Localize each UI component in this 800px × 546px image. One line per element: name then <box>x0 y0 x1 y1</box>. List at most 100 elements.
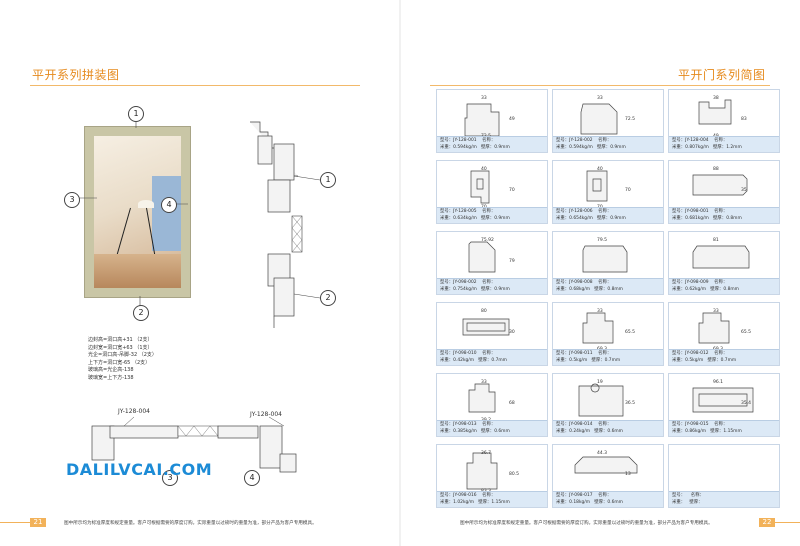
dimension-label: 13 <box>625 471 631 477</box>
profile-code-line: 型号：JY-098-012 名称： <box>669 350 779 357</box>
profile-code-line: 型号：JY-098-015 名称： <box>669 421 779 428</box>
profile-card: 36.780.583.3型号：JY-098-016 名称：米重：1.02kg/m… <box>436 444 548 508</box>
profile-name: 名称： <box>598 138 612 143</box>
callout-4: 4 <box>161 197 177 213</box>
site-logo: DALILVCAI.COM <box>66 460 213 479</box>
profile-thickness: 壁厚：0.9mm <box>597 216 626 221</box>
profile-name: 名称： <box>714 209 728 214</box>
profile-name: 名称： <box>482 422 496 427</box>
profile-spec-line: 米重：1.02kg/m 壁厚：1.15mm <box>437 499 547 506</box>
profile-card: 407070型号：JY-128-005 名称：米重：0.634kg/m 壁厚：0… <box>436 160 548 224</box>
profile-thickness: 壁厚：0.9mm <box>597 145 626 150</box>
footer-note-right: 图中所示均为标准厚度和规定重量。客户可根据需要的厚度订购。实际重量以过磅时的重量… <box>460 521 713 526</box>
profile-weight: 米重： <box>672 500 686 505</box>
dimension-label: 96.1 <box>713 379 723 385</box>
profile-name: 名称： <box>690 493 704 498</box>
profile-code-line: 型号：JY-098-016 名称： <box>437 492 547 499</box>
profile-caption: 型号：JY-098-015 名称：米重：0.86kg/m 壁厚：1.15mm <box>669 420 779 436</box>
cut-list-notes: 边封高=洞口高+31 （2支） 边封宽=洞口宽+63 （1支） 光企=洞口高-吊… <box>88 337 157 382</box>
profile-weight: 米重：0.594kg/m <box>556 145 593 150</box>
profile-caption: 型号：JY-098-014 名称：米重：0.24kg/m 壁厚：0.6mm <box>553 420 663 436</box>
profile-section-drawing: 36.7 80.5 83.3 <box>466 450 519 492</box>
floor <box>94 254 181 288</box>
dimension-label: 65.5 <box>741 329 751 335</box>
profile-section-drawing: 81 <box>692 237 750 269</box>
profile-thickness: 壁厚：0.6mm <box>594 429 623 434</box>
profile-spec-line: 米重：0.5kg/m 壁厚：0.7mm <box>669 357 779 364</box>
dimension-label: 19 <box>597 379 603 385</box>
profile-code: 型号：JY-128-004 <box>672 138 709 143</box>
profile-caption: 型号：JY-098-013 名称：米重：0.385kg/m 壁厚：0.6mm <box>437 420 547 436</box>
profile-card: 407070型号：JY-128-006 名称：米重：0.654kg/m 壁厚：0… <box>552 160 664 224</box>
profile-code: 型号： <box>672 493 686 498</box>
bottom-callout-3: 3 <box>162 470 178 486</box>
profile-code-line: 型号：JY-098-017 名称： <box>553 492 663 499</box>
profile-section-drawing <box>669 445 779 492</box>
profile-thickness: 壁厚：0.9mm <box>481 216 510 221</box>
profile-weight: 米重：0.634kg/m <box>440 216 477 221</box>
room-photo <box>94 136 181 288</box>
profile-spec-line: 米重：0.807kg/m 壁厚：1.2mm <box>669 144 779 151</box>
dimension-label: 33 <box>481 95 487 101</box>
profile-name: 名称： <box>482 493 496 498</box>
note-line: 光企=洞口高-吊脚-32 （2支） <box>88 352 157 358</box>
profile-spec-line: 米重：0.86kg/m 壁厚：1.15mm <box>669 428 779 435</box>
dimension-label: 80.5 <box>509 471 519 477</box>
section-drawing <box>250 121 321 328</box>
profile-code-line: 型号：JY-098-008 名称： <box>553 279 663 286</box>
profile-caption: 型号：JY-128-002 名称：米重：0.594kg/m 壁厚：0.9mm <box>553 136 663 152</box>
profile-thickness: 壁厚：0.9mm <box>481 145 510 150</box>
profile-name: 名称： <box>714 422 728 427</box>
dimension-label: 30 <box>509 329 515 335</box>
profile-code-line: 型号： 名称： <box>669 492 779 499</box>
dimension-label: 83.3 <box>481 488 491 492</box>
footer-note-left: 图中所示均为标准厚度和规定重量。客户可根据需要的厚度订购。实际重量以过磅时的重量… <box>64 521 317 526</box>
dimension-label: 36.5 <box>625 400 635 406</box>
profile-spec-line: 米重： 壁厚： <box>669 499 779 506</box>
section-callout-2: 2 <box>320 290 336 306</box>
profile-caption: 型号：JY-098-008 名称：米重：0.68kg/m 壁厚：0.8mm <box>553 278 663 294</box>
note-line: 玻璃高=光企高-138 <box>88 367 134 373</box>
profile-code: 型号：JY-098-008 <box>556 280 593 285</box>
dimension-label: 80 <box>481 308 487 314</box>
profile-caption: 型号： 名称：米重： 壁厚： <box>669 491 779 507</box>
profile-caption: 型号：JY-098-010 名称：米重：0.42kg/m 壁厚：0.7mm <box>437 349 547 365</box>
note-line: 玻璃宽=上下方-138 <box>88 374 134 381</box>
profile-thickness: 壁厚：1.15mm <box>478 500 510 505</box>
profile-weight: 米重：0.385kg/m <box>440 429 477 434</box>
section-callout-1: 1 <box>320 172 336 188</box>
profile-code: 型号：JY-098-016 <box>440 493 477 498</box>
dimension-label: 72.5 <box>481 133 491 137</box>
profile-weight: 米重：0.24kg/m <box>556 429 591 434</box>
profile-caption: 型号：JY-098-017 名称：米重：0.18kg/m 壁厚：0.6mm <box>553 491 663 507</box>
profile-weight: 米重：0.654kg/m <box>556 216 593 221</box>
window-blue <box>152 176 181 251</box>
profile-name: 名称： <box>482 209 496 214</box>
dimension-label: 33 <box>481 379 487 385</box>
profile-weight: 米重：0.86kg/m <box>672 429 707 434</box>
profile-spec-line: 米重：0.594kg/m 壁厚：0.9mm <box>437 144 547 151</box>
left-title-rule <box>30 85 360 86</box>
profile-weight: 米重：0.807kg/m <box>672 145 709 150</box>
profile-caption: 型号：JY-128-004 名称：米重：0.807kg/m 壁厚：1.2mm <box>669 136 779 152</box>
dimension-label: 36.7 <box>481 450 491 456</box>
dimension-label: 33 <box>713 308 719 314</box>
bottom-label-right: JY-128-004 <box>250 411 282 418</box>
profile-name: 名称： <box>598 351 612 356</box>
page-number-right: 22 <box>759 518 775 527</box>
profile-code-line: 型号：JY-098-010 名称： <box>437 350 547 357</box>
note-line: 上下方=洞口宽-65 （2支） <box>88 359 151 366</box>
bottom-label-left: JY-128-004 <box>118 408 150 415</box>
profile-caption: 型号：JY-098-001 名称：米重：0.681kg/m 壁厚：0.8mm <box>669 207 779 223</box>
profile-spec-line: 米重：0.24kg/m 壁厚：0.6mm <box>553 428 663 435</box>
page-spine <box>399 0 401 546</box>
profile-section-drawing: 388349 <box>698 95 747 137</box>
profile-code-line: 型号：JY-128-004 名称： <box>669 137 779 144</box>
